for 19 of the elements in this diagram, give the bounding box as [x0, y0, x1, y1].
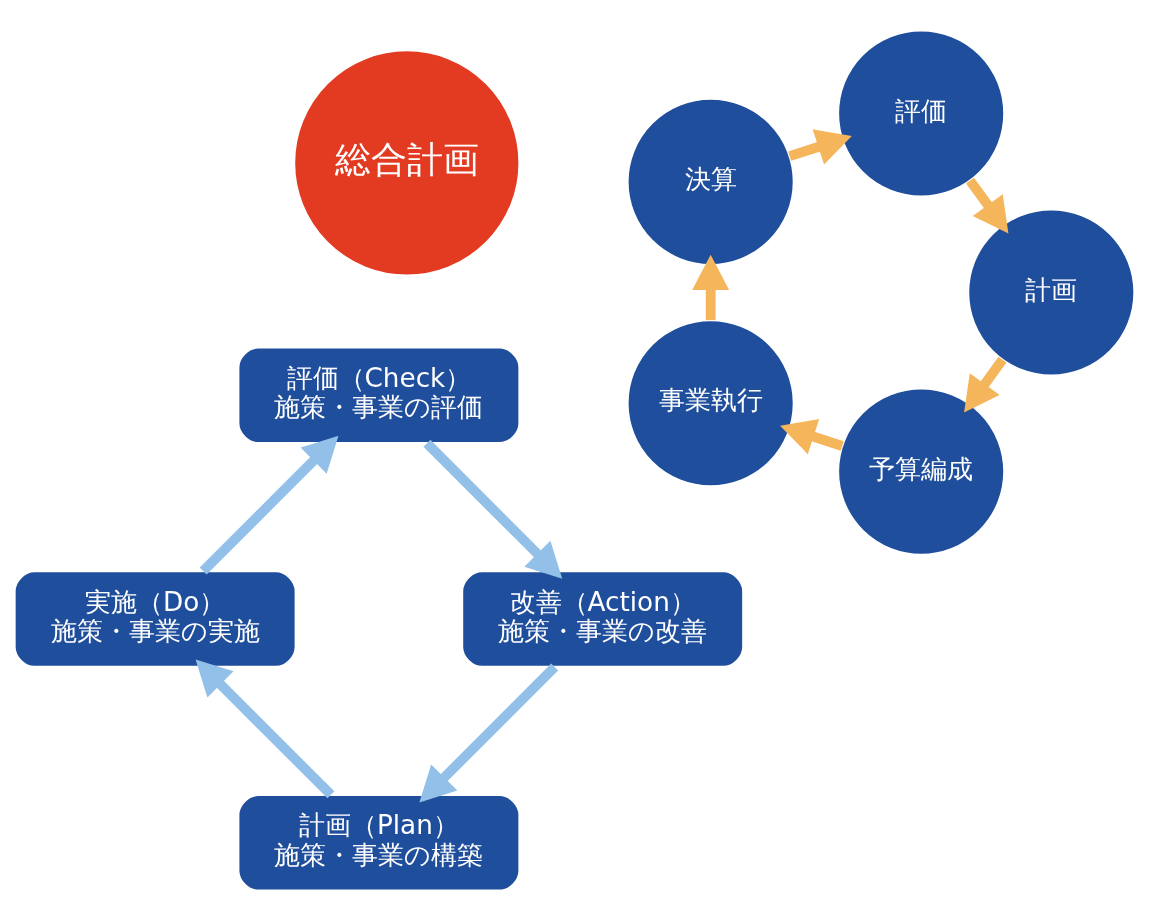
- arrow: [419, 663, 559, 802]
- node-circle: 事業執行: [626, 319, 795, 487]
- arrow: [964, 356, 1007, 413]
- node-circle: 決算: [626, 97, 795, 266]
- node-circle: 予算編成: [837, 387, 1005, 555]
- node-circle: 総合計画: [293, 49, 521, 276]
- node-box: 計画（Plan） 施策・事業の構築: [237, 793, 521, 891]
- node-circle: 評価: [837, 29, 1005, 197]
- arrow: [780, 418, 844, 454]
- arrow: [692, 254, 730, 320]
- node-box: 評価（Check） 施策・事業の評価: [237, 346, 521, 444]
- arrow: [195, 659, 335, 798]
- arrow: [788, 128, 852, 164]
- arrow: [199, 435, 339, 575]
- arrow: [423, 439, 563, 579]
- node-box: 実施（Do） 施策・事業の実施: [14, 570, 297, 667]
- node-box: 改善（Action） 施策・事業の改善: [461, 570, 744, 667]
- node-circle: 計画: [967, 208, 1135, 376]
- arrow: [966, 177, 1009, 234]
